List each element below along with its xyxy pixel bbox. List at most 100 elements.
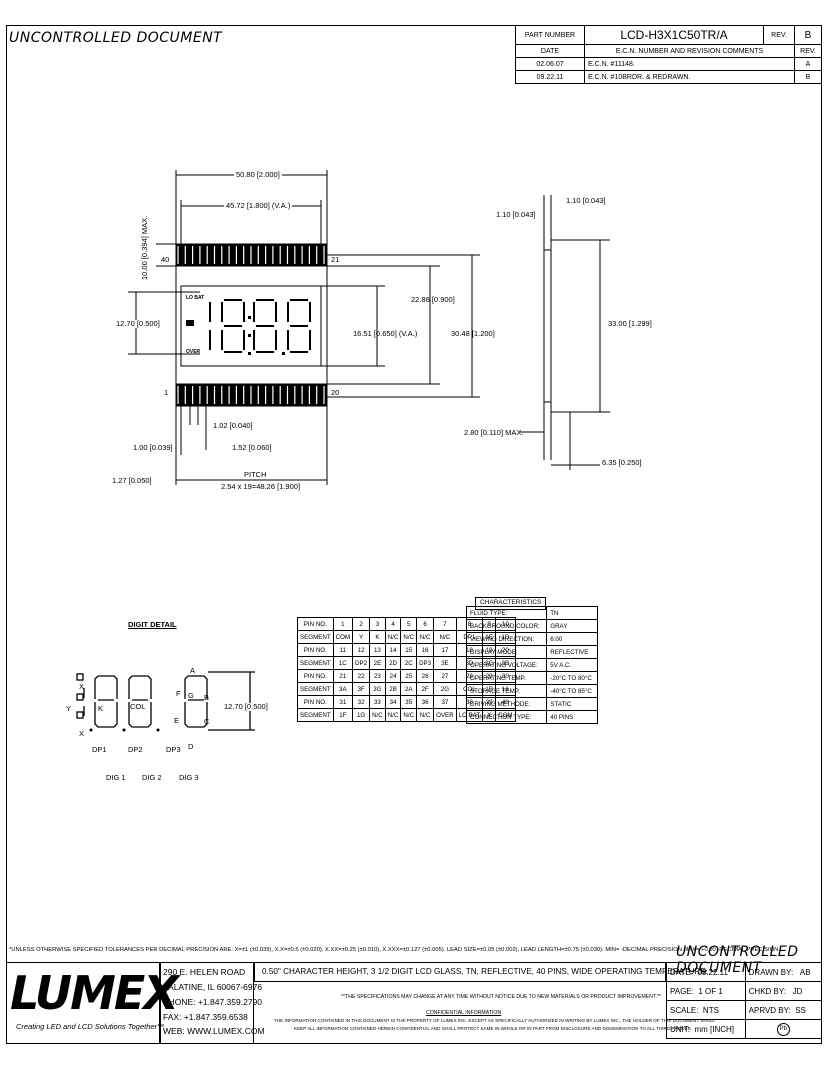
row-header: PIN NO.: [297, 695, 334, 709]
characteristic-label: DISPLAY MODE:: [465, 645, 548, 659]
table-cell: 12: [352, 643, 371, 657]
row-header: PIN NO.: [297, 643, 334, 657]
characteristic-value: 5V A.C.: [546, 658, 598, 672]
characteristic-label: FLUID TYPE:: [465, 606, 548, 620]
dim-pin-end: 1.27 [0.050]: [112, 476, 152, 485]
over-label: OVER: [186, 349, 201, 355]
tolerances-note: *UNLESS OTHERWISE SPECIFIED TOLERANCES P…: [9, 947, 779, 953]
fax: FAX: +1.847.359.6538: [163, 1012, 248, 1022]
pin-21-label: 21: [331, 255, 340, 264]
table-cell: 25: [400, 669, 418, 683]
table-row: FLUID TYPE:TN: [465, 606, 598, 620]
characteristic-label: OPERATING TEMP.: [465, 671, 548, 685]
row-header: SEGMENT: [297, 630, 334, 644]
revision-block: PART NUMBER LCD-H3X1C50TR/A REV. B DATE …: [515, 25, 822, 84]
pin-40-label: 40: [161, 255, 170, 264]
row-header: PIN NO.: [297, 617, 334, 631]
table-cell: N/C: [400, 630, 418, 644]
lobat-label: LO BAT: [186, 295, 205, 301]
characteristic-value: -40°C TO 85°C: [546, 684, 598, 698]
page-cell: PAGE: 1 OF 1: [666, 981, 746, 1001]
dp2-label: DP2: [128, 745, 143, 754]
seg-x-top: X: [79, 682, 85, 691]
table-row: DRIVING METHODE:STATIC: [465, 697, 598, 711]
table-cell: 3F: [352, 682, 371, 696]
characteristic-label: DRIVING METHODE:: [465, 697, 548, 711]
phone: PHONE: +1.847.359.2790: [163, 997, 262, 1007]
seg-x-bottom: X: [79, 729, 85, 738]
dim-max-height: 10.00 [0.394] MAX.: [140, 215, 149, 280]
digit-detail-title: DIGIT DETAIL: [128, 620, 177, 629]
dim-pin-step: 1.52 [0.060]: [232, 443, 272, 452]
table-row: DISPLAY MODE:REFLECTIVE: [465, 645, 598, 659]
table-cell: 15: [400, 643, 418, 657]
characteristic-label: CONNECTION TYPE:: [465, 710, 548, 724]
table-row: BACKGROUND COLOR:GRAY: [465, 619, 598, 633]
table-cell: 36: [416, 695, 435, 709]
lumex-tagline: Creating LED and LCD Solutions Together™: [16, 1022, 165, 1031]
seg-y: Y: [66, 704, 72, 713]
table-cell: 3E: [433, 656, 457, 670]
table-cell: DP3: [416, 656, 435, 670]
table-cell: 17: [433, 643, 457, 657]
table-cell: 1: [332, 617, 354, 631]
pin-1-label: 1: [164, 388, 169, 397]
table-cell: K: [369, 630, 386, 644]
dim-pin-span: 30.48 [1.200]: [451, 329, 495, 338]
table-cell: 2A: [400, 682, 418, 696]
characteristic-value: REFLECTIVE: [546, 645, 598, 659]
dig1-label: DIG 1: [106, 773, 126, 782]
dim-pitch-label: PITCH: [244, 470, 267, 479]
characteristic-value: GRAY: [546, 619, 598, 633]
table-cell: 2G: [433, 682, 457, 696]
table-cell: 2C: [400, 656, 418, 670]
part-description: 0.50" CHARACTER HEIGHT, 3 1/2 DIGIT LCD …: [262, 967, 709, 976]
web: WEB: WWW.LUMEX.COM: [163, 1026, 265, 1036]
dim-va-height: 16.51 [0.650] (V.A.): [353, 329, 418, 338]
logo-cell: [6, 962, 160, 1044]
front-view-drawing: [128, 170, 610, 485]
table-row: VIEWING DIRECTION:6:00: [465, 632, 598, 646]
seg-g: G: [188, 691, 194, 700]
table-cell: COM: [332, 630, 354, 644]
scale-cell: SCALE: NTS: [666, 1000, 746, 1020]
table-cell: 11: [332, 643, 354, 657]
chkd-cell: CHKD BY: JD: [744, 981, 823, 1001]
table-cell: 3G: [369, 682, 386, 696]
address-cell: [160, 962, 254, 1044]
date-cell: DATE: 09.22.11: [666, 962, 746, 982]
confidential-line-2: KEEP ALL INFORMATION CONTAINED HEREIN CO…: [294, 1026, 692, 1031]
description-cell: [254, 962, 666, 982]
pin-teeth: [177, 246, 325, 404]
table-cell: 2D: [384, 656, 402, 670]
side-pin-length: 6.35 [0.250]: [602, 458, 642, 467]
table-cell: 4: [384, 617, 402, 631]
dig2-label: DIG 2: [142, 773, 162, 782]
address-line-1: 290 E. HELEN ROAD: [163, 967, 246, 977]
side-height: 33.00 [1.299]: [608, 319, 652, 328]
table-cell: 5: [400, 617, 418, 631]
table-cell: 32: [352, 695, 371, 709]
table-row: STORAGE TEMP.-40°C TO 85°C: [465, 684, 598, 698]
dp3-label: DP3: [166, 745, 181, 754]
table-cell: N/C: [384, 708, 402, 722]
dim-va-width: 45.72 [1.800] (V.A.): [224, 201, 293, 210]
table-cell: 24: [384, 669, 402, 683]
approval-block: DATE: 09.22.11 DRAWN BY: AB PAGE: 1 OF 1…: [666, 962, 823, 1039]
table-cell: Y: [352, 630, 371, 644]
unit-cell: UNIT: mm [INCH]: [666, 1019, 746, 1039]
table-cell: 16: [416, 643, 435, 657]
table-cell: 27: [433, 669, 457, 683]
digit-detail-drawing: [76, 671, 255, 732]
table-cell: 2E: [369, 656, 386, 670]
table-cell: 6: [416, 617, 435, 631]
dim-glass-height: 22.86 [0.900]: [411, 295, 455, 304]
characteristic-value: -20°C TO 80°C: [546, 671, 598, 685]
revision-row: 02.06.07 E.C.N. #11148. A: [515, 57, 822, 71]
table-cell: DP2: [352, 656, 371, 670]
table-cell: 2F: [416, 682, 435, 696]
table-cell: 35: [400, 695, 418, 709]
seg-c: C: [204, 717, 210, 726]
table-row: OPERATING TEMP.-20°C TO 80°C: [465, 671, 598, 685]
